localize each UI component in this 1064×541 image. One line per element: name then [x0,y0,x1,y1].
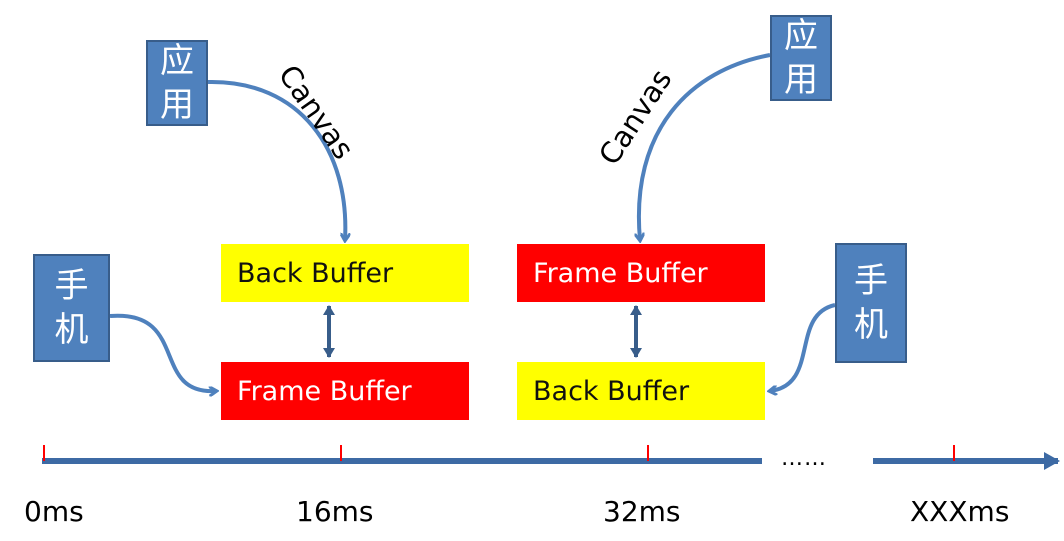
phone-node-left-label: 手机 [54,266,89,350]
back-buffer-left-label: Back Buffer [237,257,394,289]
phone-arrow-right [770,303,836,391]
phone-arrow-left [109,313,216,391]
back-buffer-right-label: Back Buffer [533,375,690,407]
canvas-arrow-left [207,79,345,240]
timeline-gap-ellipsis: …… [781,446,827,471]
phone-node-right-label: 手机 [853,261,888,345]
app-node-left-label: 应用 [159,41,194,125]
frame-buffer-left: Frame Buffer [221,362,469,420]
app-node-right: 应用 [770,15,832,101]
frame-buffer-right-label: Frame Buffer [533,257,708,289]
back-buffer-left: Back Buffer [221,244,469,302]
time-label-1: 16ms [296,495,374,528]
back-buffer-right: Back Buffer [517,362,765,420]
app-node-left: 应用 [146,40,208,126]
app-node-right-label: 应用 [783,16,818,100]
phone-node-right: 手机 [835,243,907,363]
canvas-arrow-right [639,53,771,240]
time-label-2: 32ms [603,495,681,528]
frame-buffer-left-label: Frame Buffer [237,375,412,407]
phone-node-left: 手机 [33,254,110,362]
time-label-3: XXXms [910,495,1010,528]
time-label-0: 0ms [24,495,84,528]
frame-buffer-right: Frame Buffer [517,244,765,302]
